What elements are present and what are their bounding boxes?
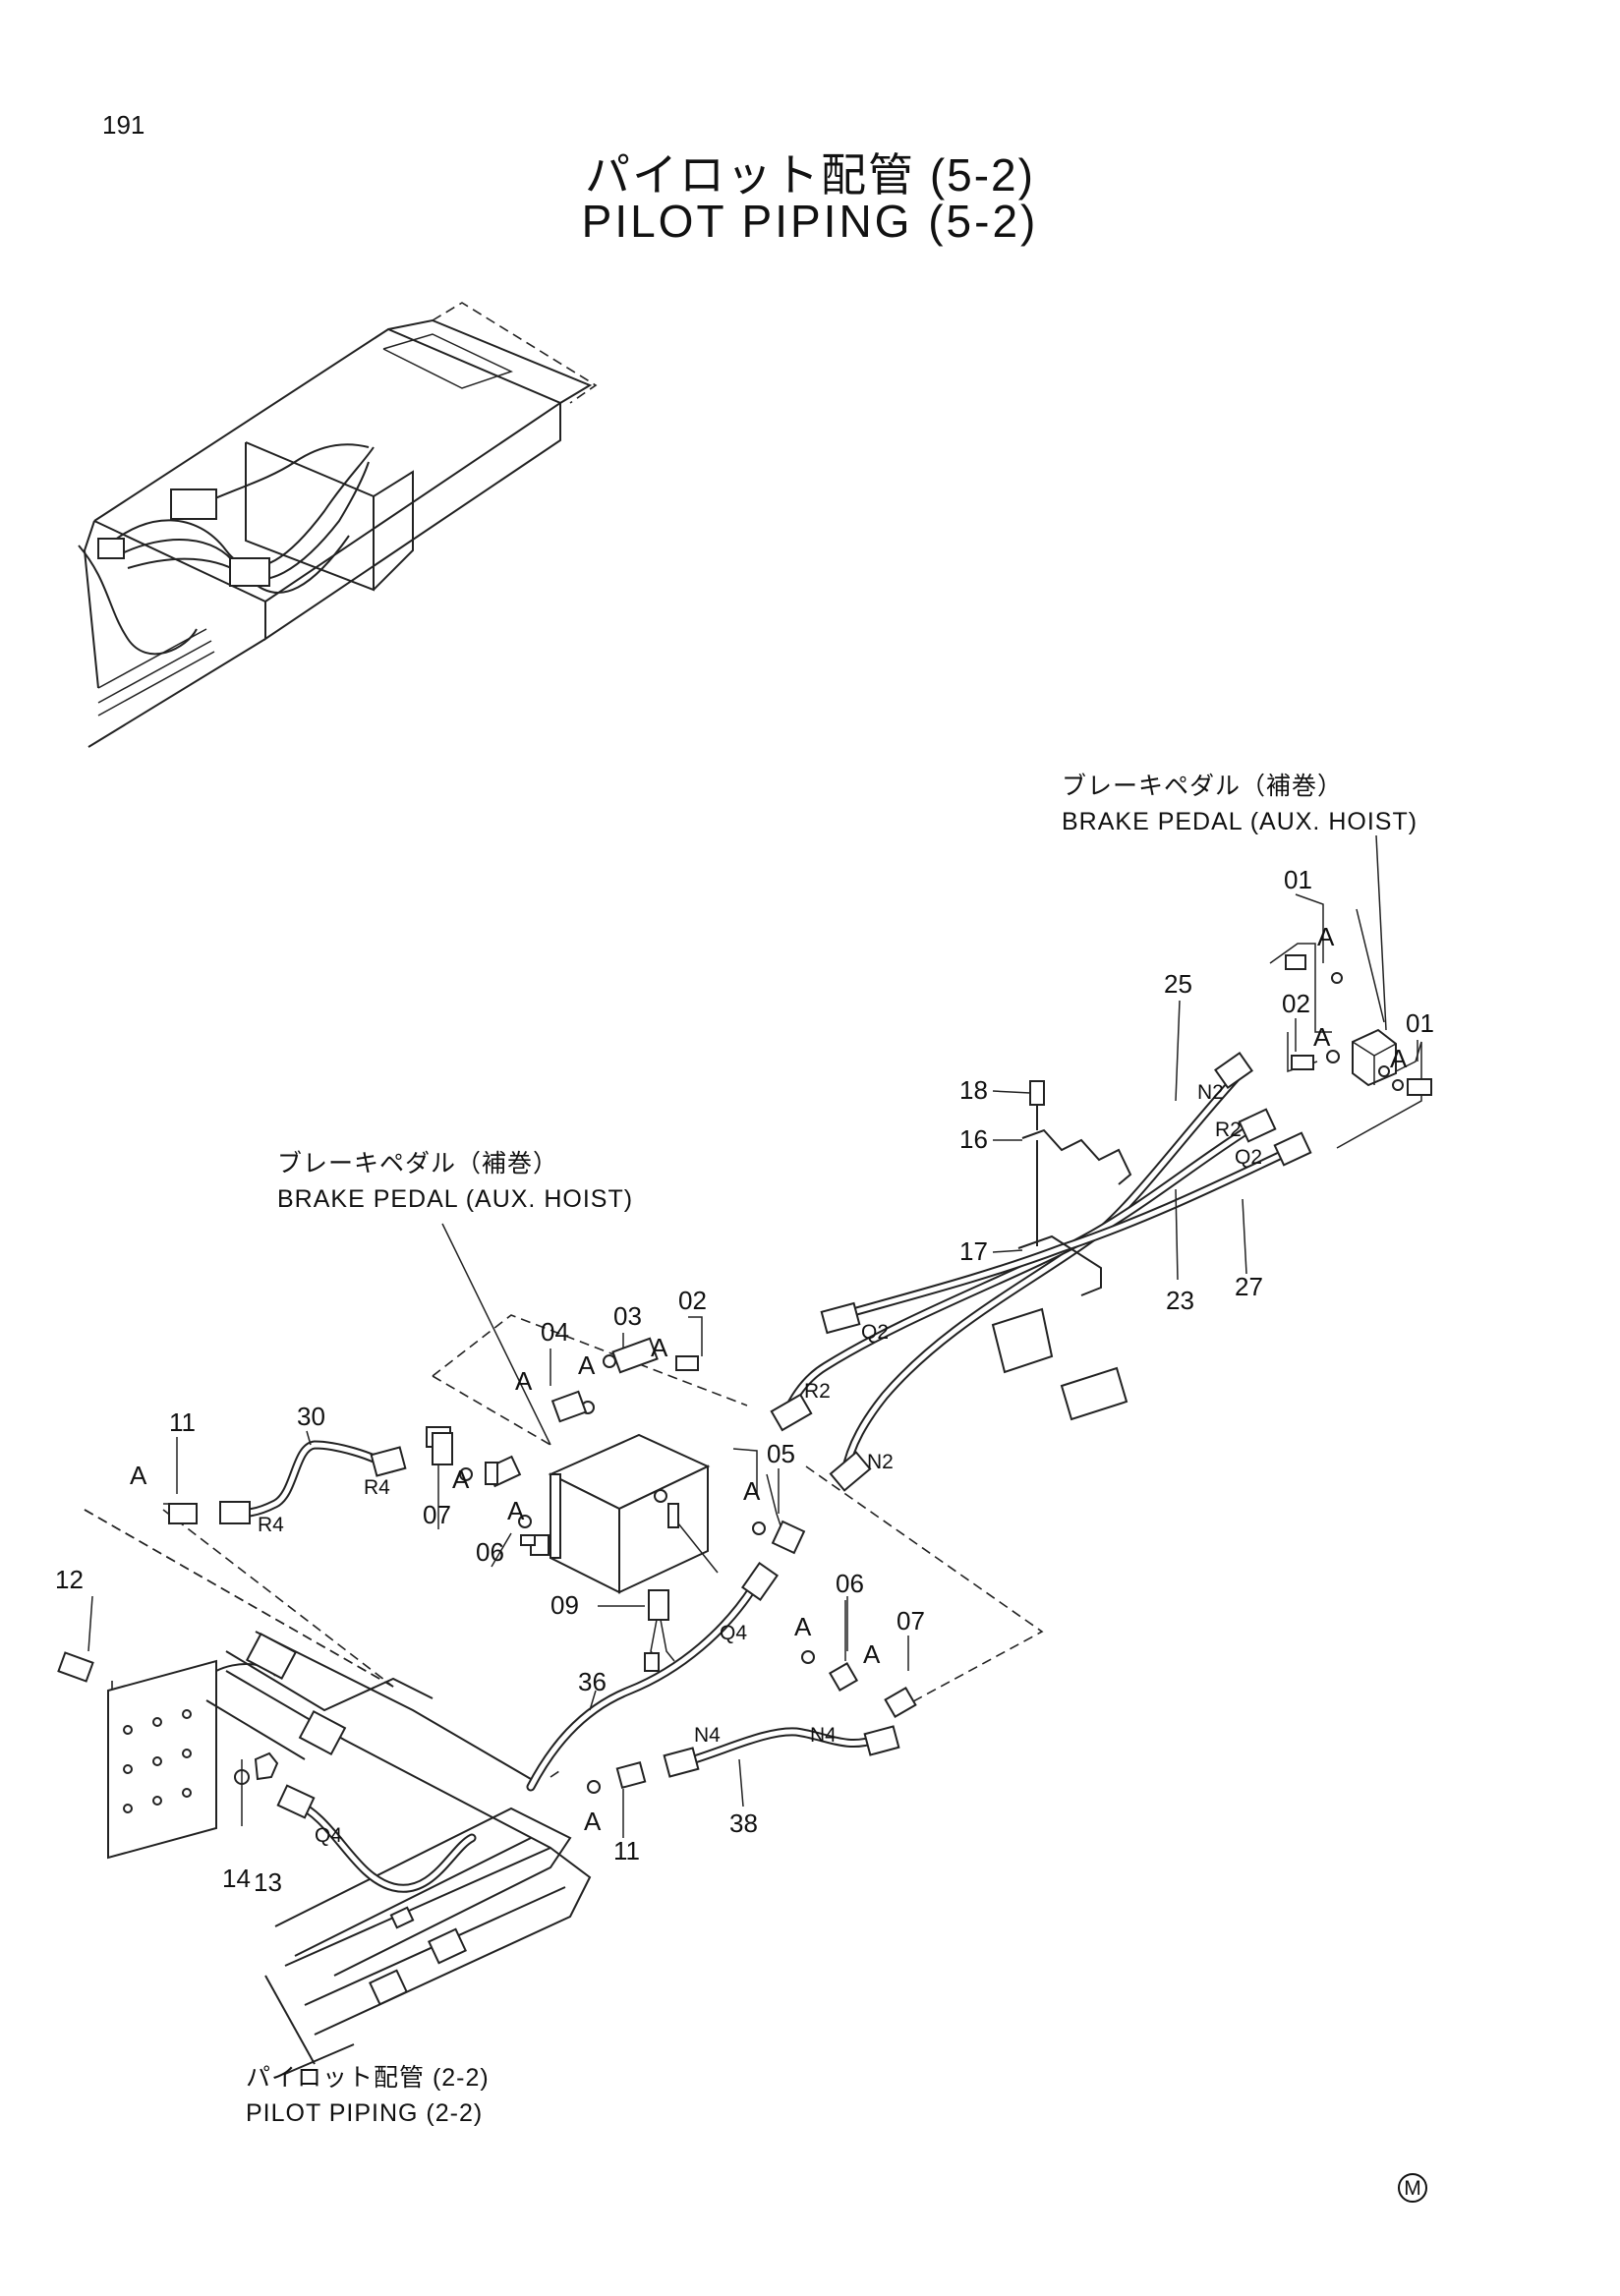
part-23: 23 (1166, 1286, 1194, 1315)
seal-marker-a: A (1317, 922, 1335, 951)
port-r2: R2 (1215, 1119, 1242, 1141)
part-06: 06 (836, 1569, 864, 1598)
part-07: 07 (897, 1606, 925, 1636)
part-12: 12 (55, 1565, 84, 1594)
seal-marker-a: A (584, 1807, 602, 1836)
part-17: 17 (959, 1236, 988, 1266)
part-05: 05 (767, 1439, 795, 1468)
port-r4: R4 (258, 1514, 284, 1536)
part-14: 14 (222, 1864, 251, 1893)
m-symbol: M (1398, 2173, 1427, 2203)
seal-marker-a: A (1313, 1022, 1331, 1052)
port-r4: R4 (364, 1476, 390, 1499)
seal-marker-a: A (794, 1612, 812, 1641)
part-04: 04 (541, 1317, 569, 1347)
part-02: 02 (678, 1286, 707, 1315)
captions: ブレーキペダル（補巻） BRAKE PEDAL (AUX. HOIST) ブレー… (246, 773, 1418, 2127)
brake-pedal-valve-right (1269, 908, 1432, 1149)
part-02: 02 (1282, 989, 1310, 1018)
pilot-piping-ref-en: PILOT PIPING (2-2) (246, 2099, 483, 2127)
part-01: 01 (1406, 1008, 1434, 1038)
seal-marker-a: A (578, 1350, 596, 1380)
pipe-manifold (57, 1631, 592, 2075)
part-number-labels: 01 01 02 02 03 04 05 06 06 07 07 09 11 1… (55, 865, 1434, 1897)
part-09: 09 (550, 1590, 579, 1620)
port-q4: Q4 (720, 1622, 747, 1644)
part-11: 11 (613, 1836, 640, 1866)
page-number: 191 (102, 110, 145, 140)
part-36: 36 (578, 1667, 607, 1696)
hose-30 (163, 1426, 453, 1524)
brake-pedal-caption-jp: ブレーキペダル（補巻） (1062, 773, 1343, 800)
pilot-piping-ref-jp: パイロット配管 (2-2) (246, 2064, 490, 2092)
port-n4: N4 (810, 1724, 837, 1747)
seal-marker-a: A (743, 1476, 761, 1506)
port-n4: N4 (694, 1724, 721, 1747)
part-13: 13 (254, 1867, 282, 1897)
brake-pedal-caption-jp: ブレーキペダル（補巻） (277, 1150, 558, 1177)
seal-marker-a: A (651, 1333, 668, 1362)
seal-markers: A A A A A A A A A A A A A (130, 922, 1408, 1836)
m-symbol-letter: M (1404, 2177, 1421, 2200)
cab-console-sketch (78, 302, 598, 748)
page-title-en: PILOT PIPING (5-2) (581, 196, 1039, 247)
part-18: 18 (959, 1075, 988, 1105)
seal-marker-a: A (130, 1461, 147, 1490)
part-38: 38 (729, 1808, 758, 1838)
port-n2: N2 (867, 1451, 894, 1473)
hoses-lower (526, 1562, 917, 1794)
port-q2: Q2 (861, 1321, 889, 1344)
port-q2: Q2 (1235, 1146, 1262, 1169)
seal-marker-a: A (1390, 1044, 1408, 1073)
part-27: 27 (1235, 1272, 1263, 1301)
part-03: 03 (613, 1301, 642, 1331)
port-r2: R2 (804, 1380, 831, 1403)
page-title-jp: パイロット配管 (5-2) (585, 149, 1035, 201)
hose-clamp-set (991, 1080, 1132, 1421)
part-30: 30 (297, 1402, 325, 1431)
brake-pedal-caption-en: BRAKE PEDAL (AUX. HOIST) (277, 1185, 633, 1213)
part-07: 07 (423, 1500, 451, 1529)
seal-marker-a: A (515, 1366, 533, 1396)
part-01: 01 (1284, 865, 1312, 894)
brake-pedal-valve-left (432, 1223, 806, 1672)
part-16: 16 (959, 1124, 988, 1154)
port-q4: Q4 (315, 1824, 342, 1847)
part-25: 25 (1164, 969, 1192, 999)
port-labels: N2 R2 Q2 Q2 R2 N2 R4 R4 Q4 Q4 N4 N4 (258, 1081, 1262, 1847)
part-11: 11 (169, 1407, 196, 1437)
hoses-upper (770, 1051, 1312, 1492)
seal-marker-a: A (507, 1496, 525, 1525)
seal-marker-a: A (452, 1464, 470, 1494)
seal-marker-a: A (863, 1639, 881, 1669)
part-leaders (87, 893, 1418, 1838)
brake-pedal-caption-en: BRAKE PEDAL (AUX. HOIST) (1062, 808, 1418, 835)
port-n2: N2 (1197, 1081, 1224, 1104)
